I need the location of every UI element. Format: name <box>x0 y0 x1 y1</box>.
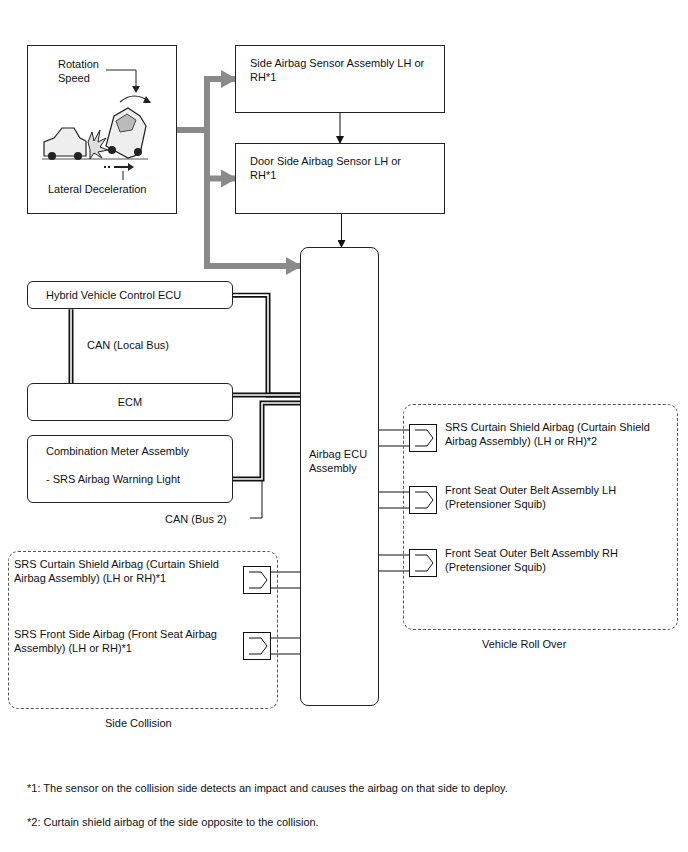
squib-component: Front Seat Outer Belt Assembly RH (Prete… <box>409 546 671 580</box>
arrow-head <box>128 163 134 171</box>
squib-component: SRS Front Side Airbag (Front Seat Airbag… <box>14 627 271 665</box>
squib-symbol <box>409 549 437 577</box>
group-region: Vehicle Roll OverSRS Curtain Shield Airb… <box>403 404 678 630</box>
component-label: Front Seat Outer Belt Assembly RH (Prete… <box>409 546 671 575</box>
signal-arrow <box>341 214 342 247</box>
box-label: Airbag ECU Assembly <box>309 447 372 476</box>
component-label: SRS Curtain Shield Airbag (Curtain Shiel… <box>14 557 271 586</box>
squib-wire <box>379 446 409 447</box>
squib-element <box>415 492 433 508</box>
group-region: Side CollisionSRS Curtain Shield Airbag … <box>8 551 278 709</box>
squib-component: SRS Curtain Shield Airbag (Curtain Shiel… <box>14 557 271 603</box>
component-box: Combination Meter Assembly - SRS Airbag W… <box>27 435 233 503</box>
arrow-head <box>143 96 151 103</box>
leader-line <box>123 171 124 180</box>
bus-label: CAN (Local Bus) <box>85 338 171 352</box>
footnote: *2: Curtain shield airbag of the side op… <box>27 815 319 829</box>
wheel <box>108 146 116 154</box>
arrow-head <box>132 86 140 93</box>
component-label: Front Seat Outer Belt Assembly LH (Prete… <box>409 483 671 512</box>
can-bus-line <box>233 403 300 479</box>
squib-element <box>249 638 267 654</box>
region-label: Vehicle Roll Over <box>482 637 566 651</box>
region-label: Side Collision <box>105 716 172 730</box>
rotation-arrow <box>120 96 150 102</box>
wheel <box>134 148 142 156</box>
squib-wire <box>379 508 409 509</box>
squib-outline <box>410 550 437 577</box>
rolling-car <box>106 108 146 158</box>
component-label: SRS Curtain Shield Airbag (Curtain Shiel… <box>409 420 671 449</box>
impact-arrow <box>207 79 235 130</box>
component-box: Hybrid Vehicle Control ECU <box>27 281 233 309</box>
annotation-label: Rotation Speed <box>58 57 104 86</box>
footnote: *1: The sensor on the collision side det… <box>27 781 508 795</box>
box-label: Side Airbag Sensor Assembly LH or RH*1 <box>250 56 430 85</box>
squib-wire <box>271 654 300 655</box>
box-label: Hybrid Vehicle Control ECU <box>46 288 214 302</box>
wheel <box>48 152 56 160</box>
signal-arrow <box>340 113 341 143</box>
squib-wire <box>379 571 409 572</box>
squib-outline <box>244 633 271 660</box>
squib-symbol <box>409 486 437 514</box>
squib-wire <box>271 638 300 639</box>
squib-wire <box>271 572 300 573</box>
component-box: Door Side Airbag Sensor LH or RH*1 <box>235 143 445 214</box>
annotation-label: Lateral Deceleration <box>48 182 174 196</box>
can-bus-line <box>233 394 300 396</box>
ground-line <box>42 159 148 160</box>
squib-element <box>415 555 433 571</box>
squib-wire <box>379 492 409 493</box>
squib-outline <box>410 425 437 452</box>
leader-line <box>106 70 136 88</box>
wheel <box>74 152 82 160</box>
component-box: ECM <box>27 383 233 421</box>
squib-outline <box>410 487 437 514</box>
squib-component: Front Seat Outer Belt Assembly LH (Prete… <box>409 483 671 517</box>
component-label: SRS Front Side Airbag (Front Seat Airbag… <box>14 627 271 656</box>
box-label: ECM <box>38 395 222 409</box>
squib-wire <box>379 555 409 556</box>
striking-car <box>44 128 86 156</box>
squib-element <box>249 572 267 588</box>
squib-symbol <box>409 424 437 452</box>
bus-label: CAN (Bus 2) <box>163 512 229 526</box>
motion-dash <box>104 166 110 168</box>
component-box: Airbag ECU Assembly <box>300 247 379 706</box>
squib-component: SRS Curtain Shield Airbag (Curtain Shiel… <box>409 420 671 456</box>
component-box: Side Airbag Sensor Assembly LH or RH*1 <box>235 45 445 113</box>
impact-mark <box>88 130 108 159</box>
can-bus-line <box>70 309 72 383</box>
window <box>116 114 136 132</box>
illustration-box: Rotation SpeedLateral Deceleration <box>27 45 177 214</box>
can-bus-line <box>233 295 300 395</box>
squib-element <box>415 430 433 446</box>
box-label: Door Side Airbag Sensor LH or RH*1 <box>250 154 430 183</box>
can-bus-line <box>233 393 300 398</box>
squib-wire <box>271 588 300 589</box>
can-bus-line <box>233 403 300 479</box>
can-bus-line <box>69 309 74 383</box>
box-label: Combination Meter Assembly <box>46 444 214 458</box>
box-label: - SRS Airbag Warning Light <box>46 472 214 486</box>
squib-wire <box>379 430 409 431</box>
squib-symbol <box>243 632 271 660</box>
deceleration-arrow <box>114 166 128 168</box>
squib-symbol <box>243 566 271 594</box>
impact-arrow <box>207 130 235 179</box>
squib-outline <box>244 567 271 594</box>
can-bus-line <box>233 295 300 395</box>
